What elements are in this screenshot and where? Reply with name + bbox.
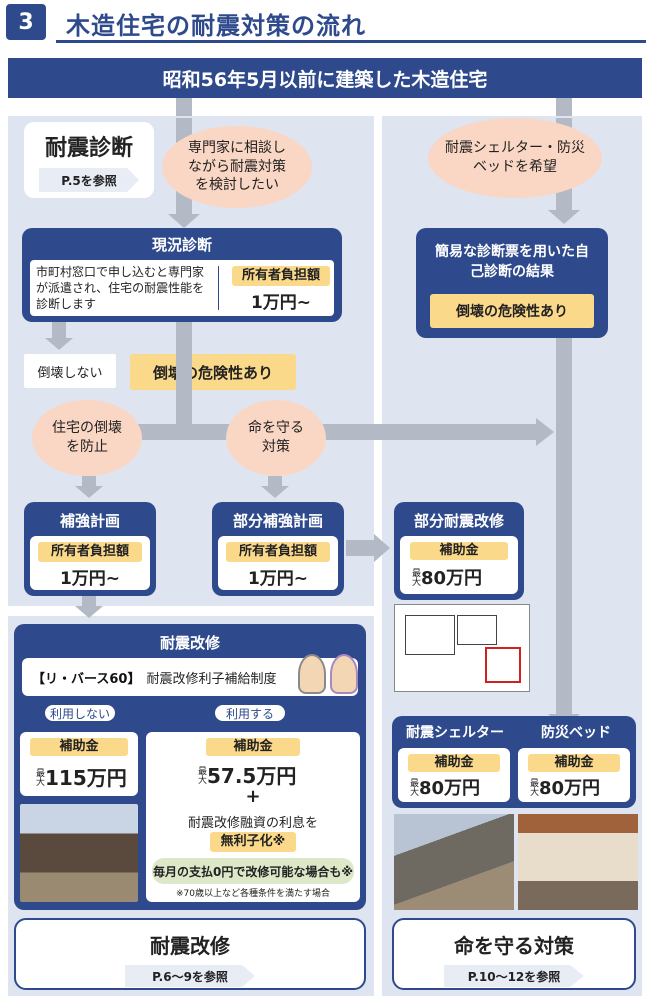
subsidy-amount: 80万円 <box>419 778 481 799</box>
subsidy-amount: 115万円 <box>45 766 127 790</box>
use-label: 利用する <box>214 704 286 722</box>
interest-text: 耐震改修融資の利息を <box>187 816 318 831</box>
partial-title: 部分耐震改修 <box>413 512 504 530</box>
arrow-head <box>536 418 554 446</box>
max-label: 最大 <box>528 778 538 796</box>
page-title: 木造住宅の耐震対策の流れ <box>66 12 366 40</box>
kaishu-footer-title: 耐震改修 <box>150 934 230 958</box>
bubble-consult: 専門家に相談しながら耐震対策を検討したい <box>162 126 312 208</box>
condition-note: ※70歳以上など各種条件を満たす場合 <box>176 889 330 899</box>
monthly-payment-note: 毎月の支払0円で改修可能な場合も※ <box>152 858 354 884</box>
arrow-head <box>45 338 73 350</box>
burden-amount: 1万円~ <box>250 293 312 313</box>
arrow-line <box>556 338 572 718</box>
life-footer-ref[interactable]: P.10〜12を参照 <box>444 965 584 987</box>
bubble-prevent: 住宅の倒壊を防止 <box>32 400 142 476</box>
genkyo-title: 現況診断 <box>151 236 212 254</box>
arrow-down <box>556 98 572 118</box>
bubun-box: 部分補強計画 所有者負担額 1万円~ <box>212 502 344 596</box>
diag-ref[interactable]: P.5を参照 <box>39 168 139 192</box>
kaishu-title: 耐震改修 <box>159 634 220 652</box>
partial-box: 部分耐震改修 補助金 最大 80万円 <box>394 502 524 600</box>
burden-label: 所有者負担額 <box>232 266 330 286</box>
arrow-line <box>52 322 66 340</box>
genkyo-desc: 市町村窓口で申し込むと専門家が派遣され、住宅の耐震性能を診断します <box>36 265 205 312</box>
shelter-photo <box>394 814 514 910</box>
kaishu-footer: 耐震改修 P.6〜9を参照 <box>14 918 366 990</box>
subsidy-label: 補助金 <box>30 738 128 756</box>
burden-label: 所有者負担額 <box>38 542 142 562</box>
shelter-bed-box: 耐震シェルター 防災ベッド 補助金 最大 80万円 補助金 最大 80万円 <box>392 716 636 808</box>
arrow-head <box>261 486 289 498</box>
title-underline <box>56 40 646 43</box>
arrow-line <box>176 322 192 432</box>
arrow-head <box>374 534 390 562</box>
max-label: 最大 <box>410 568 420 586</box>
burden-amount: 1万円~ <box>247 569 309 589</box>
subsidy-label: 補助金 <box>528 754 620 772</box>
bubble-consult-text: 専門家に相談しながら耐震対策を検討したい <box>188 139 286 194</box>
subsidy-amount: 80万円 <box>539 778 601 799</box>
subsidy-label: 補助金 <box>206 738 300 756</box>
subsidy-amount: 57.5万円 <box>207 764 297 788</box>
arrow-head <box>75 606 103 618</box>
bed-photo <box>518 814 638 910</box>
subsidy-card-right: 補助金 最大 57.5万円 + 耐震改修融資の利息を 無利子化※ 毎月の支払0円… <box>146 732 360 902</box>
genkyo-box: 現況診断 市町村窓口で申し込むと専門家が派遣され、住宅の耐震性能を診断します 所… <box>22 228 342 322</box>
arrow-head <box>548 210 580 224</box>
arrow-line <box>82 476 96 488</box>
bubble-shelter: 耐震シェルター・防災ベッドを希望 <box>428 118 602 198</box>
subsidy-label: 補助金 <box>410 542 508 560</box>
arrow-line <box>82 596 96 608</box>
subsidy-card-left: 補助金 最大 115万円 <box>20 732 138 796</box>
diag-box: 耐震診断 P.5を参照 <box>24 122 154 198</box>
no-use-label: 利用しない <box>44 704 116 722</box>
max-label: 最大 <box>34 767 44 786</box>
bubble-life: 命を守る対策 <box>226 400 326 476</box>
simple-diag-box: 簡易な診断票を用いた自己診断の結果 倒壊の危険性あり <box>416 228 608 338</box>
life-footer-title: 命を守る対策 <box>454 934 574 958</box>
collapse-risk-label: 倒壊の危険性あり <box>430 294 594 328</box>
hokyo-title: 補強計画 <box>59 512 120 530</box>
arrow-head <box>168 214 200 228</box>
diag-title: 耐震診断 <box>44 136 133 161</box>
bubble-life-text: 命を守る対策 <box>248 420 304 455</box>
arrow-down <box>176 98 192 118</box>
life-footer: 命を守る対策 P.10〜12を参照 <box>392 918 636 990</box>
burden-label: 所有者負担額 <box>226 542 330 562</box>
simple-diag-text: 簡易な診断票を用いた自己診断の結果 <box>435 244 589 281</box>
max-label: 最大 <box>196 765 206 784</box>
elderly-man-icon <box>298 654 326 694</box>
no-collapse-label: 倒壊しない <box>24 354 116 388</box>
subsidy-label: 補助金 <box>408 754 500 772</box>
reverse60-desc: 耐震改修利子補給制度 <box>146 671 277 687</box>
section-number: 3 <box>6 4 46 40</box>
hokyo-box: 補強計画 所有者負担額 1万円~ <box>24 502 156 596</box>
interest-free-label: 無利子化※ <box>210 832 296 852</box>
kaishu-footer-ref[interactable]: P.6〜9を参照 <box>125 965 255 987</box>
subsidy-amount: 80万円 <box>421 568 483 589</box>
burden-amount: 1万円~ <box>59 569 121 589</box>
arrow-line <box>268 476 282 488</box>
floor-plan-image <box>394 604 530 692</box>
reverse60-logo: 【リ・バース60】 <box>32 671 141 687</box>
top-banner: 昭和56年5月以前に建築した木造住宅 <box>8 58 642 98</box>
kaishu-box: 耐震改修 【リ・バース60】 耐震改修利子補給制度 利用しない 利用する 補助金… <box>14 624 366 910</box>
plus-sign: + <box>245 786 261 807</box>
max-label: 最大 <box>408 778 418 796</box>
elderly-woman-icon <box>330 654 358 694</box>
shelter-title: 耐震シェルター <box>406 725 504 741</box>
bubun-title: 部分補強計画 <box>232 512 323 530</box>
arrow-head <box>75 486 103 498</box>
house-photo <box>20 804 138 902</box>
arrow-horizontal <box>346 540 376 556</box>
bubble-prevent-text: 住宅の倒壊を防止 <box>52 420 122 455</box>
bed-title: 防災ベッド <box>541 725 611 741</box>
collapse-risk-label: 倒壊の危険性あり <box>130 354 296 390</box>
bubble-shelter-text: 耐震シェルター・防災ベッドを希望 <box>445 140 585 175</box>
